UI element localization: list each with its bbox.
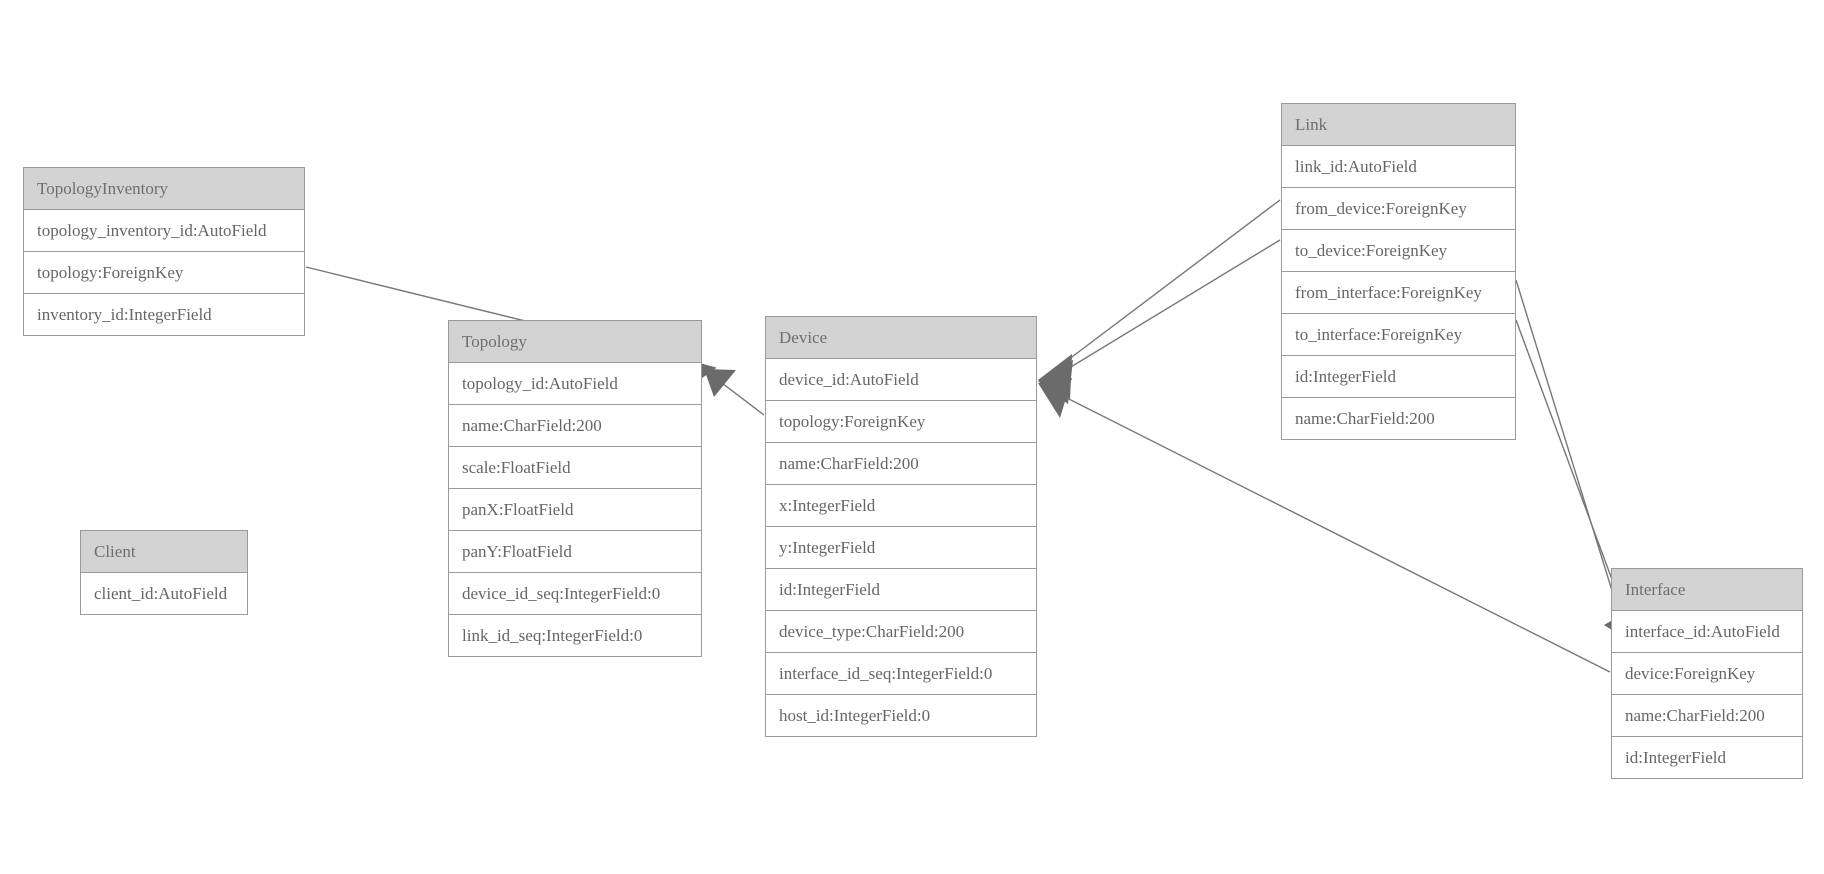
- relationship-arrowhead: [704, 369, 736, 397]
- entity-field: device:ForeignKey: [1612, 653, 1802, 695]
- entity-field: device_id:AutoField: [766, 359, 1036, 401]
- relationship-line: [1051, 199, 1281, 373]
- entity-field: id:IntegerField: [766, 569, 1036, 611]
- entity-title-link: Link: [1282, 104, 1515, 146]
- entity-title-interface: Interface: [1612, 569, 1802, 611]
- relationship-link-from_device-to-device: [1038, 199, 1281, 400]
- entity-field: panY:FloatField: [449, 531, 701, 573]
- relationship-line: [1515, 319, 1625, 613]
- entity-field: name:CharField:200: [449, 405, 701, 447]
- entity-field: topology:ForeignKey: [24, 252, 304, 294]
- entity-field: inventory_id:IntegerField: [24, 294, 304, 335]
- entity-title-topology: Topology: [449, 321, 701, 363]
- entity-field: interface_id_seq:IntegerField:0: [766, 653, 1036, 695]
- entity-field: host_id:IntegerField:0: [766, 695, 1036, 736]
- entity-field: client_id:AutoField: [81, 573, 247, 614]
- entity-field: from_device:ForeignKey: [1282, 188, 1515, 230]
- relationship-arrowhead: [1038, 378, 1072, 418]
- entity-title-device: Device: [766, 317, 1036, 359]
- relationship-link-to_device-to-device: [1038, 239, 1281, 404]
- relationship-arrowhead: [1038, 360, 1073, 404]
- relationship-line: [717, 379, 765, 416]
- entity-field: link_id_seq:IntegerField:0: [449, 615, 701, 656]
- entity-field: link_id:AutoField: [1282, 146, 1515, 188]
- entity-field: device_type:CharField:200: [766, 611, 1036, 653]
- entity-title-topology_inventory: TopologyInventory: [24, 168, 304, 210]
- relationship-arrowhead: [1038, 354, 1072, 400]
- entity-field: from_interface:ForeignKey: [1282, 272, 1515, 314]
- entity-field: to_interface:ForeignKey: [1282, 314, 1515, 356]
- entity-field: topology_id:AutoField: [449, 363, 701, 405]
- entity-field: name:CharField:200: [766, 443, 1036, 485]
- relationship-line: [1515, 279, 1619, 611]
- entity-field: id:IntegerField: [1612, 737, 1802, 778]
- entity-field: interface_id:AutoField: [1612, 611, 1802, 653]
- entity-field: panX:FloatField: [449, 489, 701, 531]
- entity-field: name:CharField:200: [1282, 398, 1515, 439]
- entity-field: id:IntegerField: [1282, 356, 1515, 398]
- entity-field: to_device:ForeignKey: [1282, 230, 1515, 272]
- relationship-line: [1055, 239, 1281, 377]
- entity-field: topology_inventory_id:AutoField: [24, 210, 304, 252]
- entity-field: name:CharField:200: [1612, 695, 1802, 737]
- entity-field: topology:ForeignKey: [766, 401, 1036, 443]
- entity-field: scale:FloatField: [449, 447, 701, 489]
- entity-field: y:IntegerField: [766, 527, 1036, 569]
- relationship-device-to-topology: [704, 369, 765, 416]
- entity-field: device_id_seq:IntegerField:0: [449, 573, 701, 615]
- entity-field-list-client: client_id:AutoField: [81, 573, 247, 614]
- entity-field: x:IntegerField: [766, 485, 1036, 527]
- entity-title-client: Client: [81, 531, 247, 573]
